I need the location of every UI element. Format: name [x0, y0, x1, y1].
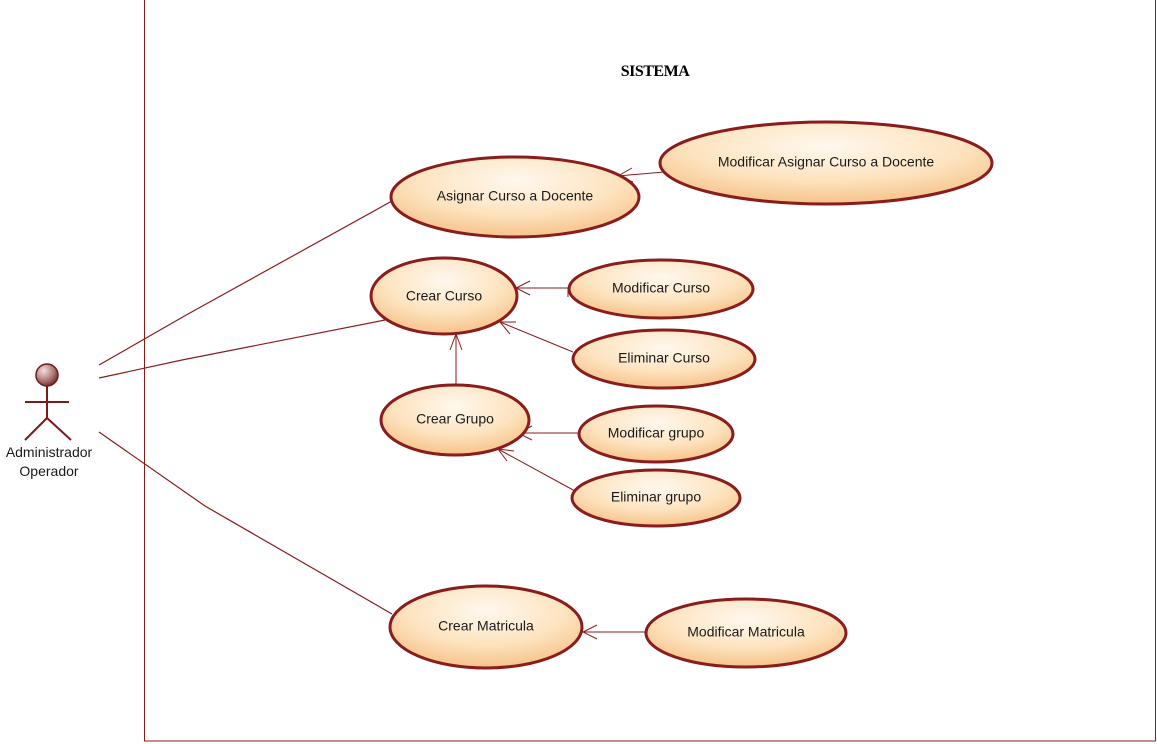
actor-head	[35, 363, 59, 387]
relation-modificar-matricula-to-crear-matricula	[581, 624, 647, 640]
association-crear-curso	[98, 319, 386, 379]
actor-label-line1: Administrador	[6, 444, 93, 460]
relation-crear-grupo-to-crear-curso	[449, 332, 463, 386]
use-case-modificar-curso[interactable]: Modificar Curso	[567, 258, 755, 320]
actor-label-line2: Operador	[19, 463, 78, 479]
association-asignar-curso	[98, 200, 393, 366]
relation-eliminar-grupo-to-crear-grupo	[496, 448, 576, 492]
use-case-crear-grupo[interactable]: Crear Grupo	[379, 383, 531, 457]
system-title: SISTEMA	[621, 63, 690, 80]
use-case-label: Modificar Matricula	[687, 624, 805, 640]
use-case-label: Crear Curso	[406, 288, 482, 304]
actor-leg-left	[24, 417, 48, 441]
use-case-modificar-matricula[interactable]: Modificar Matricula	[644, 597, 848, 669]
use-case-modificar-asignar-curso-a-docente[interactable]: Modificar Asignar Curso a Docente	[658, 120, 994, 206]
use-case-asignar-curso-a-docente[interactable]: Asignar Curso a Docente	[389, 155, 641, 239]
use-case-crear-matricula[interactable]: Crear Matricula	[388, 584, 584, 670]
use-case-label: Eliminar grupo	[611, 489, 701, 505]
actor-leg-right	[46, 417, 72, 441]
use-case-label: Crear Matricula	[438, 618, 534, 634]
use-case-eliminar-grupo[interactable]: Eliminar grupo	[570, 468, 742, 528]
use-case-label: Modificar Asignar Curso a Docente	[718, 154, 935, 170]
use-case-label: Eliminar Curso	[618, 350, 710, 366]
use-case-label: Modificar Curso	[612, 280, 710, 296]
use-case-modificar-grupo[interactable]: Modificar grupo	[577, 404, 735, 464]
use-case-crear-curso[interactable]: Crear Curso	[369, 256, 519, 336]
use-case-eliminar-curso[interactable]: Eliminar Curso	[571, 328, 757, 390]
actor-administrador[interactable]	[24, 363, 72, 441]
system-boundary	[144, 0, 1156, 742]
association-crear-matricula	[98, 431, 393, 615]
use-case-label: Crear Grupo	[416, 411, 494, 427]
relation-eliminar-curso-to-crear-curso	[498, 321, 574, 353]
use-case-label: Modificar grupo	[608, 425, 705, 441]
relation-modificar-curso-to-crear-curso	[514, 280, 569, 297]
use-case-label: Asignar Curso a Docente	[437, 188, 594, 204]
